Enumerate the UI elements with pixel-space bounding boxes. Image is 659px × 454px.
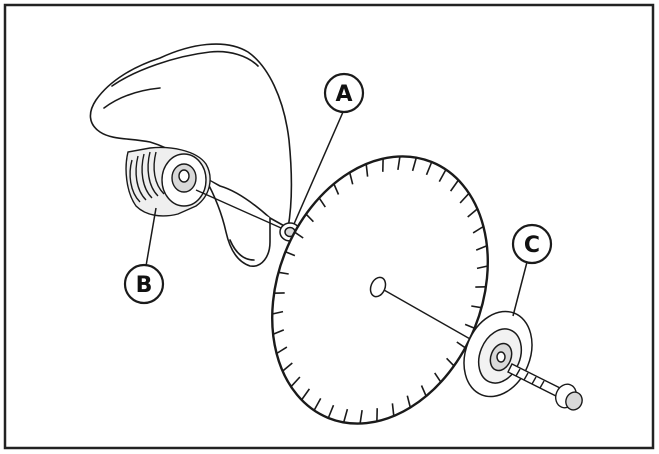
- blade-segment-notch: [456, 341, 466, 349]
- diamond-blade-icon: [271, 155, 489, 425]
- blade-segment-notch: [305, 213, 314, 223]
- blade-segment-notch: [464, 323, 475, 329]
- drive-pulley-icon: [125, 146, 211, 217]
- callout-c-circle: [511, 223, 553, 265]
- blade-segment-notch: [342, 408, 349, 423]
- blade-segment-notch: [467, 208, 478, 218]
- callout-c: C: [511, 223, 553, 317]
- callout-b-circle: [123, 263, 165, 305]
- blade-segment-notch: [327, 404, 335, 419]
- blade-segment-notch: [313, 398, 322, 411]
- blade-segment-notch: [425, 161, 433, 176]
- blade-segment-notch: [318, 197, 326, 208]
- axle-line: [195, 189, 291, 233]
- blade-segment-notch: [406, 395, 412, 408]
- blade-segment-notch: [278, 271, 289, 275]
- blade-segment-notch: [333, 183, 340, 195]
- blade-segment-notch: [359, 409, 363, 424]
- blade-segment-notch: [391, 403, 395, 417]
- blade-segment-notch: [420, 385, 427, 397]
- blade-segment-notch: [475, 244, 488, 251]
- blade-segment-notch: [348, 172, 354, 185]
- blade-segment-notch: [276, 346, 288, 355]
- blade-segment-notch: [476, 265, 488, 270]
- blade-segment-notch: [459, 192, 470, 204]
- blade-guard-icon: [89, 43, 293, 267]
- blade-segment-notch: [434, 372, 442, 383]
- blade-segment-notch: [411, 157, 418, 172]
- blade-segment-notch: [472, 225, 484, 234]
- callout-c-label: C: [524, 233, 540, 258]
- callout-a-label: A: [335, 82, 352, 107]
- blade-segment-notch: [471, 305, 482, 309]
- blade-segment-notch: [290, 376, 301, 388]
- blade-segment-notch: [272, 310, 284, 315]
- bolt-icon: [507, 363, 583, 411]
- blade-segment-notch: [449, 179, 460, 192]
- blade-segment-notch: [282, 362, 293, 372]
- blade-segment-notch: [300, 388, 311, 401]
- blade-segment-notch: [438, 169, 447, 182]
- callout-a-circle: [323, 72, 365, 114]
- blade-segment-notch: [397, 156, 401, 171]
- blade-segment-notch: [446, 357, 455, 367]
- blade-segment-notch: [365, 163, 369, 177]
- callout-a: A: [293, 72, 365, 225]
- blade-segment-notch: [272, 329, 285, 336]
- callout-b-label: B: [136, 273, 153, 298]
- blade-segment-notch: [285, 251, 296, 257]
- blade-segment-notch: [294, 231, 304, 239]
- callout-b: B: [123, 207, 165, 305]
